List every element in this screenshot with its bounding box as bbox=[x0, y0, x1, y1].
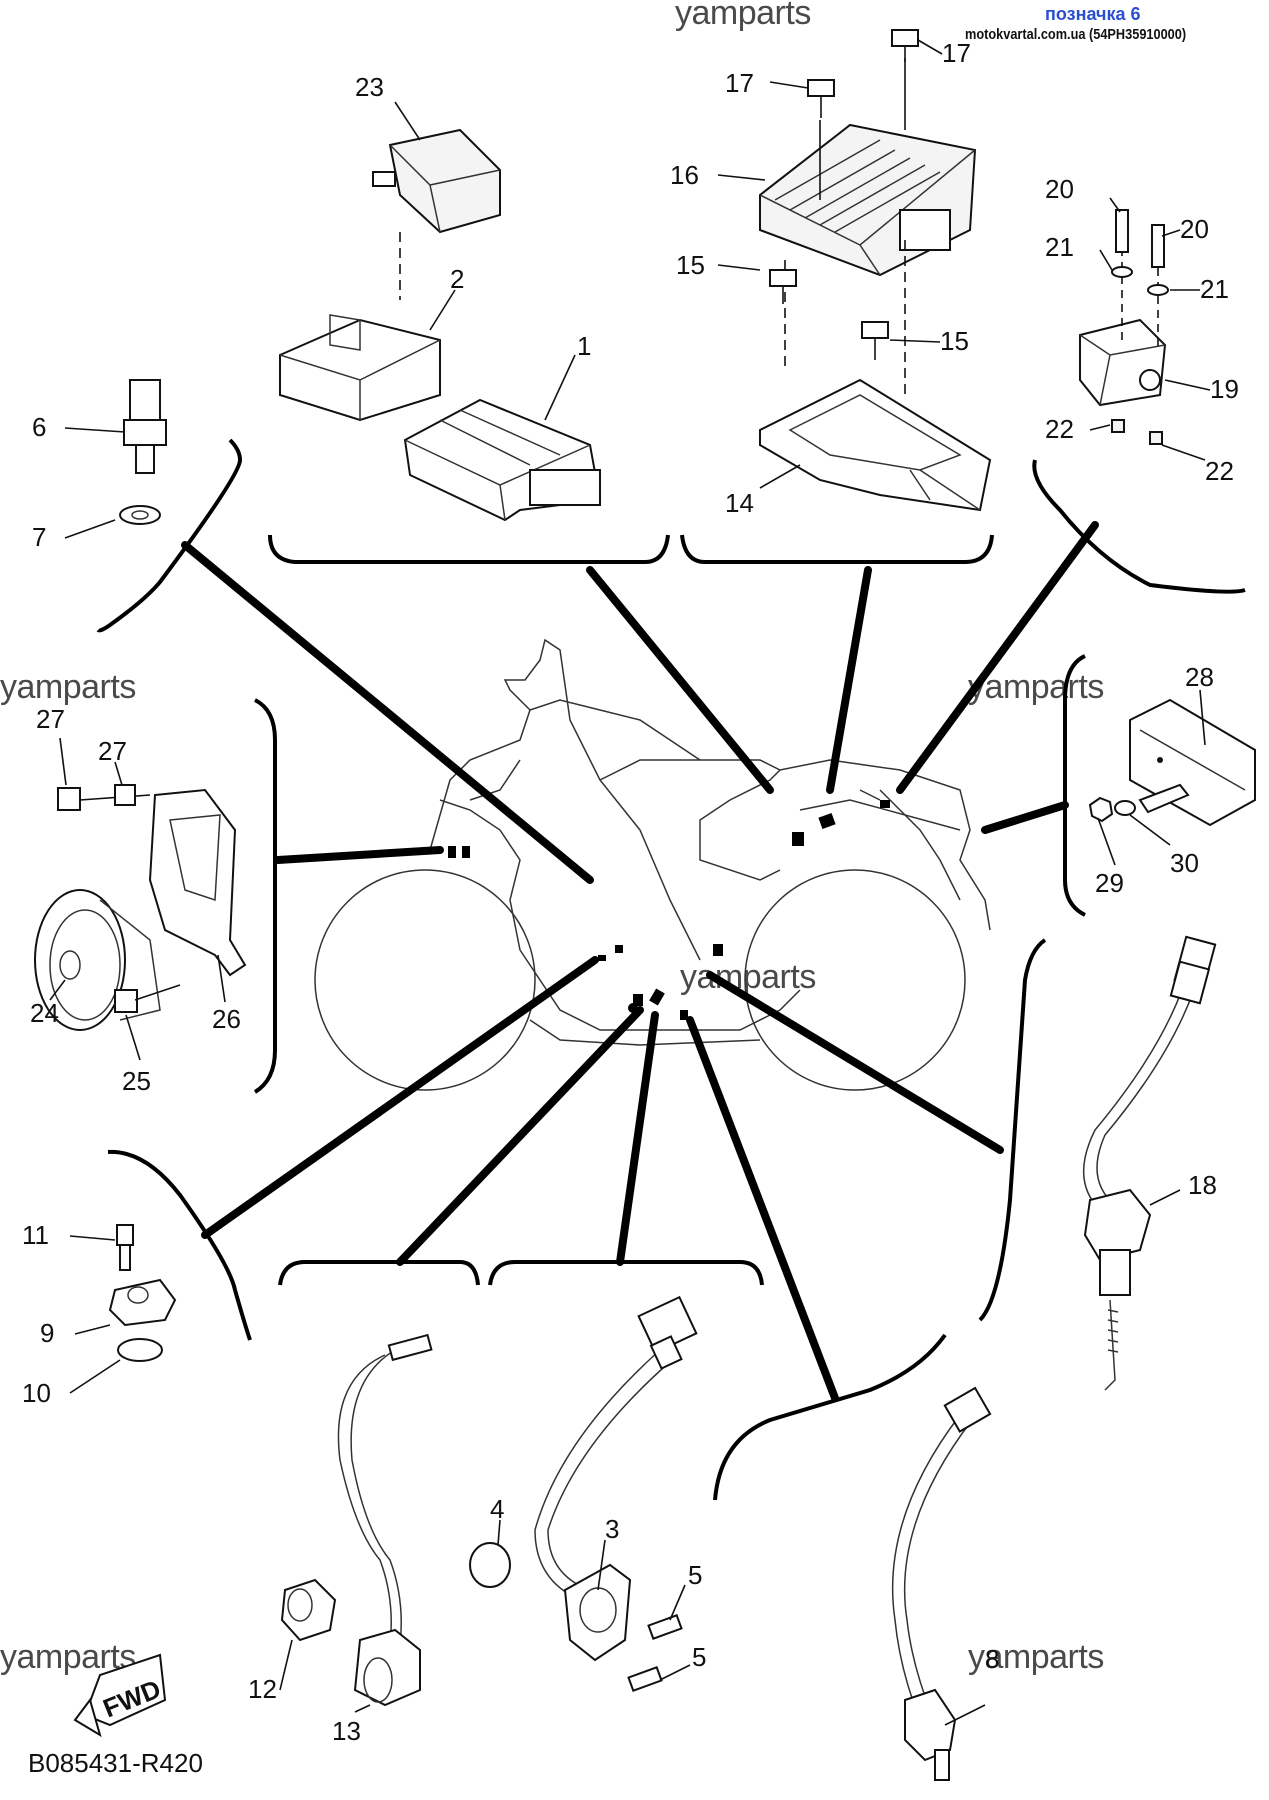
part-13-sensor bbox=[280, 1333, 433, 1707]
callout-15: 15 bbox=[676, 250, 705, 280]
group-brackets bbox=[96, 438, 1246, 1501]
callout-24: 24 bbox=[30, 998, 59, 1028]
watermark-center: yamparts bbox=[680, 958, 816, 996]
callout-11: 11 bbox=[22, 1220, 49, 1250]
callout-26: 26 bbox=[212, 1004, 241, 1034]
callout-4: 4 bbox=[490, 1494, 504, 1524]
part-14-tray bbox=[759, 378, 992, 512]
callout-8: 8 bbox=[985, 1644, 999, 1674]
callout-13: 13 bbox=[332, 1716, 361, 1746]
callout-leaders bbox=[49, 39, 1211, 1726]
callout-14: 14 bbox=[725, 488, 754, 518]
part-16-rectifier bbox=[759, 58, 977, 400]
callout-23: 23 bbox=[355, 72, 384, 102]
part-2-bracket bbox=[279, 314, 441, 422]
callout-9: 9 bbox=[40, 1318, 54, 1348]
fwd-arrow bbox=[73, 1653, 167, 1738]
part-19-holder bbox=[1079, 209, 1169, 445]
part-28-plate bbox=[1088, 698, 1256, 827]
callout-30: 30 bbox=[1170, 848, 1199, 878]
callout-19: 19 bbox=[1210, 374, 1239, 404]
callout-12: 12 bbox=[248, 1674, 277, 1704]
watermark-bottom-right: yamparts bbox=[968, 1638, 1104, 1676]
part-1-ecu bbox=[403, 398, 602, 522]
part-6-sensor bbox=[119, 379, 167, 525]
callout-17: 17 bbox=[725, 68, 754, 98]
callout-6: 6 bbox=[32, 412, 46, 442]
callout-25: 25 bbox=[122, 1066, 151, 1096]
callout-3: 3 bbox=[605, 1514, 619, 1544]
watermark-left: yamparts bbox=[0, 668, 136, 706]
callout-21b: 21 bbox=[1200, 274, 1229, 304]
part-3-sensor bbox=[469, 1295, 698, 1692]
callout-17b: 17 bbox=[942, 38, 971, 68]
part-23-relay bbox=[372, 128, 501, 300]
part-26-bracket bbox=[57, 784, 247, 1013]
callout-7: 7 bbox=[32, 522, 46, 552]
part-24-horn bbox=[34, 889, 161, 1031]
bolts-17-15 bbox=[769, 29, 919, 360]
callout-20: 20 bbox=[1045, 174, 1074, 204]
callout-22b: 22 bbox=[1205, 456, 1234, 486]
diagram-code: B085431-R420 bbox=[28, 1748, 203, 1778]
watermark-right: yamparts bbox=[968, 668, 1104, 706]
callout-5b: 5 bbox=[692, 1642, 706, 1672]
callout-29: 29 bbox=[1095, 868, 1124, 898]
callout-28: 28 bbox=[1185, 662, 1214, 692]
watermark-top: yamparts bbox=[675, 0, 811, 32]
callout-1: 1 bbox=[577, 331, 591, 361]
part-9-sensor bbox=[108, 1224, 177, 1362]
callout-27: 27 bbox=[36, 704, 65, 734]
leader-lines bbox=[181, 521, 1099, 1402]
callout-5: 5 bbox=[688, 1560, 702, 1590]
part-18-switch bbox=[1083, 935, 1217, 1391]
callout-18: 18 bbox=[1188, 1170, 1217, 1200]
callout-27b: 27 bbox=[98, 736, 127, 766]
part-8-sensor bbox=[891, 1386, 992, 1781]
callout-15b: 15 bbox=[940, 326, 969, 356]
header-title: позначка 6 bbox=[1045, 4, 1141, 24]
callout-22: 22 bbox=[1045, 414, 1074, 444]
vehicle-outline bbox=[314, 638, 991, 1091]
callout-2: 2 bbox=[450, 264, 464, 294]
header-source: motokvartal.com.ua (54PH35910000) bbox=[965, 26, 1187, 43]
callout-labels: 1 2 3 4 5 5 6 7 8 9 10 11 12 13 14 15 15… bbox=[22, 38, 1239, 1746]
callout-21: 21 bbox=[1045, 232, 1074, 262]
callout-20b: 20 bbox=[1180, 214, 1209, 244]
callout-10: 10 bbox=[22, 1378, 51, 1408]
callout-16: 16 bbox=[670, 160, 699, 190]
